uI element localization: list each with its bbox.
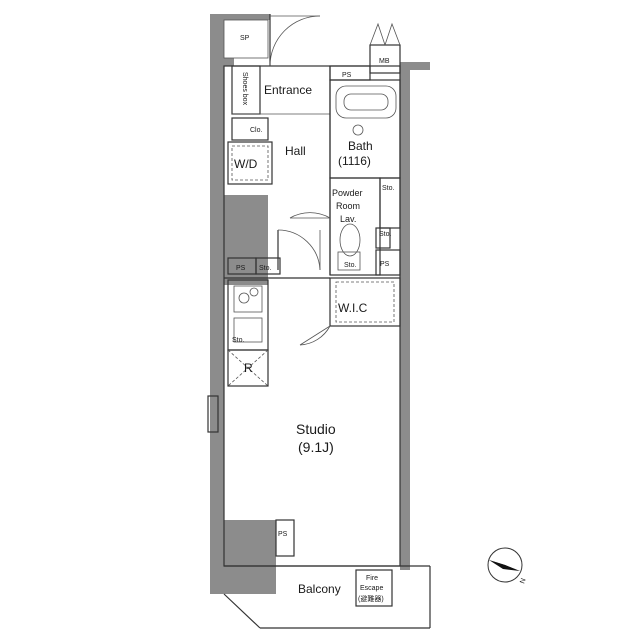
hall-label: Hall <box>285 144 306 158</box>
studio-label: Studio <box>296 421 336 437</box>
fire-label-3: (避難器) <box>358 594 384 603</box>
bath-size-label: (1116) <box>338 154 371 168</box>
studio-size-label: (9.1J) <box>298 439 334 455</box>
exterior-walls <box>210 14 430 594</box>
sp-label: SP <box>240 35 250 42</box>
r-label: R <box>244 361 253 375</box>
entrance-label: Entrance <box>264 83 312 97</box>
fire-label-1: Fire <box>366 575 378 582</box>
ps-right-label: PS <box>380 261 390 268</box>
sto-powder-label: Sto. <box>382 185 395 192</box>
room-labels: SP MB PS Entrance Shoes box Clo. Hall W/… <box>232 35 395 603</box>
sto-toilet-label: Sto. <box>344 262 357 269</box>
compass: N <box>487 547 528 585</box>
clo-label: Clo. <box>250 127 263 134</box>
ps-kitchen-label: PS <box>236 265 246 272</box>
interior-walls <box>207 14 431 629</box>
powder-label-2: Room <box>336 201 360 211</box>
bath-label: Bath <box>348 139 373 153</box>
wic-label: W.I.C <box>338 301 368 315</box>
balcony-label: Balcony <box>298 582 341 596</box>
powder-label-3: Lav. <box>340 214 356 224</box>
powder-label-1: Powder <box>332 188 363 198</box>
sto-kitchen-label: Sto. <box>259 265 272 272</box>
sto-small-label: Sto. <box>379 231 392 238</box>
shoes-box-label: Shoes box <box>241 72 248 106</box>
mb-label: MB <box>379 58 390 65</box>
compass-north-label: N <box>519 578 527 585</box>
fire-label-2: Escape <box>360 585 383 592</box>
ps-top-label: PS <box>342 72 352 79</box>
sto-sink-label: Sto. <box>232 337 245 344</box>
wd-label: W/D <box>234 157 258 171</box>
ps-bottom-label: PS <box>278 531 288 538</box>
